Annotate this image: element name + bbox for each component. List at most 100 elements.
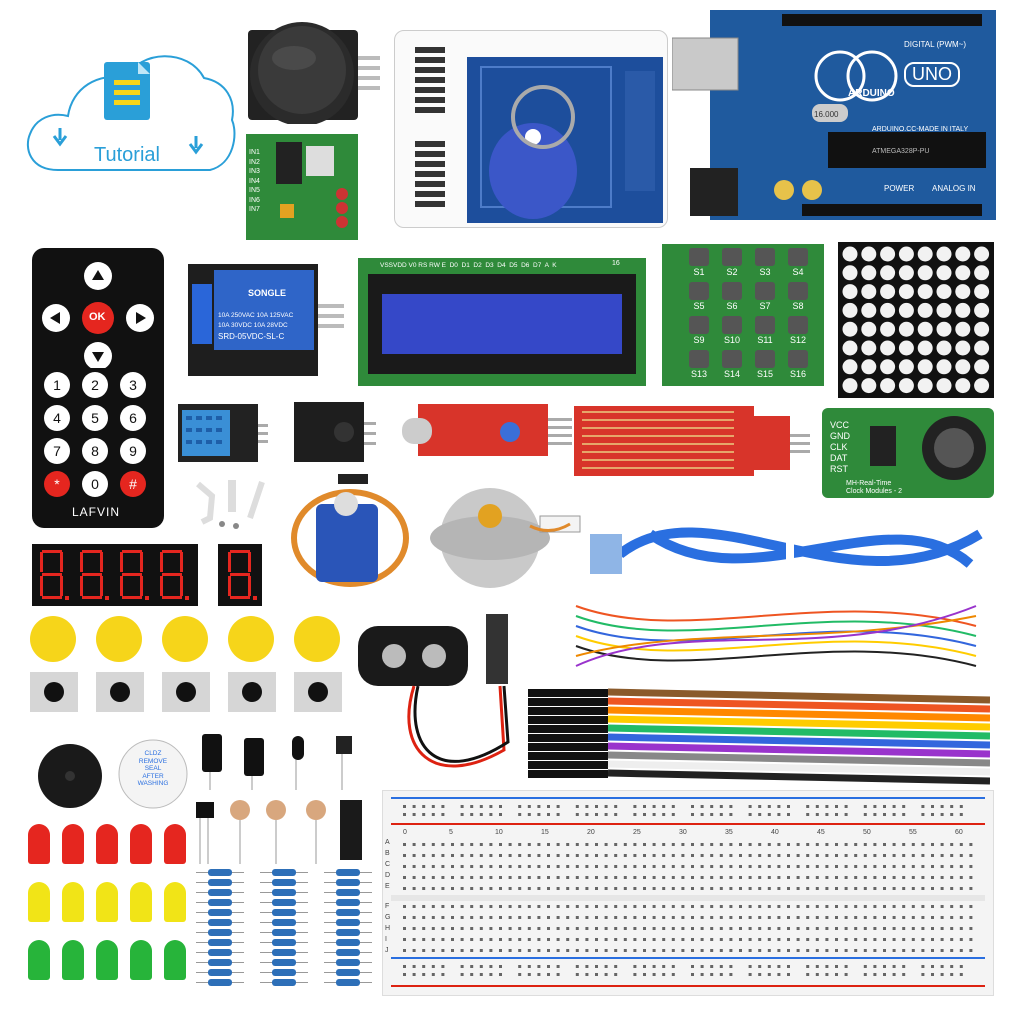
breadboard-hole (585, 965, 589, 968)
breadboard-hole (643, 813, 646, 816)
rtc-caption-1: MH-Real-Time (846, 480, 892, 487)
breadboard-hole (604, 887, 608, 890)
breadboard-hole (691, 938, 694, 941)
breadboard-hole (537, 843, 541, 846)
rtc-pin-dat: DAT (830, 453, 848, 463)
breadboard-hole (575, 905, 579, 908)
matrix-dot (917, 284, 933, 300)
breadboard-hole (585, 949, 589, 952)
breadboard-hole (950, 927, 954, 930)
breadboard-hole (403, 927, 406, 930)
breadboard-hole (537, 854, 541, 857)
breadboard-hole (883, 905, 886, 908)
breadboard-hole (585, 887, 589, 890)
breadboard-hole (806, 887, 810, 890)
breadboard-hole (479, 949, 483, 952)
matrix-dot (842, 340, 858, 356)
breadboard-hole (460, 887, 464, 890)
pin-in6: IN6 (249, 196, 260, 204)
breadboard-hole (508, 927, 512, 930)
breadboard-hole (787, 876, 790, 879)
breadboard-hole (623, 927, 627, 930)
remote-key: * (44, 471, 70, 497)
matrix-dot (861, 340, 877, 356)
breadboard-hole (671, 805, 675, 808)
breadboard-hole (479, 865, 483, 868)
breadboard-hole (758, 916, 762, 919)
breadboard-hole (940, 865, 944, 868)
breadboard-hole (623, 854, 627, 857)
resistor (272, 909, 296, 916)
breadboard-hole (671, 813, 675, 816)
breadboard-hole (719, 813, 723, 816)
breadboard-hole (777, 854, 781, 857)
resistor (336, 879, 360, 886)
breadboard-hole (614, 843, 618, 846)
breadboard-hole (835, 927, 838, 930)
breadboard-hole (806, 843, 810, 846)
breadboard-hole (556, 973, 560, 976)
matrix-dot (880, 302, 896, 318)
breadboard-hole (470, 865, 474, 868)
matrix-dot (974, 378, 990, 394)
breadboard-hole (451, 905, 454, 908)
breadboard-hole (825, 843, 829, 846)
breadboard-hole (489, 843, 493, 846)
breadboard-hole (585, 843, 589, 846)
breadboard-hole (921, 938, 925, 941)
sound-sensor-module (402, 404, 572, 456)
segment (82, 550, 102, 553)
breadboard-hole (614, 973, 618, 976)
breadboard-hole (815, 876, 819, 879)
breadboard-hole (777, 973, 781, 976)
breadboard-hole (825, 916, 829, 919)
breadboard-hole (719, 905, 723, 908)
rtc-caption-2: Clock Modules - 2 (846, 488, 903, 495)
breadboard-hole (940, 905, 944, 908)
breadboard-hole (633, 973, 637, 976)
breadboard-hole (441, 905, 445, 908)
resistor (208, 869, 232, 876)
breadboard-hole (537, 805, 541, 808)
led (28, 882, 50, 922)
breadboard-hole (470, 965, 474, 968)
breadboard-hole (959, 865, 963, 868)
lcd-pin-count: 16 (612, 260, 620, 267)
servo-horns (192, 478, 276, 534)
tutorial-cloud-icon[interactable]: Tutorial (20, 38, 240, 178)
breadboard-hole (892, 876, 896, 879)
battery-clip-9v (354, 610, 534, 792)
breadboard-hole (547, 927, 550, 930)
matrix-dot (880, 359, 896, 375)
breadboard-hole (595, 887, 598, 890)
active-buzzer: CLDZ REMOVE SEAL AFTER WASHING (116, 738, 190, 810)
arduino-crystal: 16.000 (814, 110, 839, 119)
breadboard-hole (556, 949, 560, 952)
breadboard-hole (825, 905, 829, 908)
bottom-power-rail-blue (391, 957, 985, 959)
breadboard-hole (403, 905, 406, 908)
breadboard-hole (691, 854, 694, 857)
breadboard-hole (873, 938, 877, 941)
yellow-button-cap (162, 616, 208, 662)
breadboard-hole (902, 854, 906, 857)
breadboard-hole (460, 938, 464, 941)
breadboard-hole (441, 938, 445, 941)
breadboard-row-letter: H (385, 925, 391, 932)
breadboard-hole (633, 854, 637, 857)
breadboard-hole (652, 843, 656, 846)
breadboard-hole (719, 938, 723, 941)
breadboard-hole (556, 813, 560, 816)
led (164, 882, 186, 922)
breadboard-hole (614, 905, 618, 908)
breadboard-hole (873, 973, 877, 976)
breadboard-column-number: 60 (955, 829, 963, 836)
breadboard-hole (758, 876, 762, 879)
breadboard-hole (652, 973, 656, 976)
breadboard-hole (479, 876, 483, 879)
breadboard-hole (825, 876, 829, 879)
breadboard-hole (451, 887, 454, 890)
breadboard-hole (518, 916, 522, 919)
breadboard-hole (700, 916, 704, 919)
breadboard-hole (739, 949, 742, 952)
